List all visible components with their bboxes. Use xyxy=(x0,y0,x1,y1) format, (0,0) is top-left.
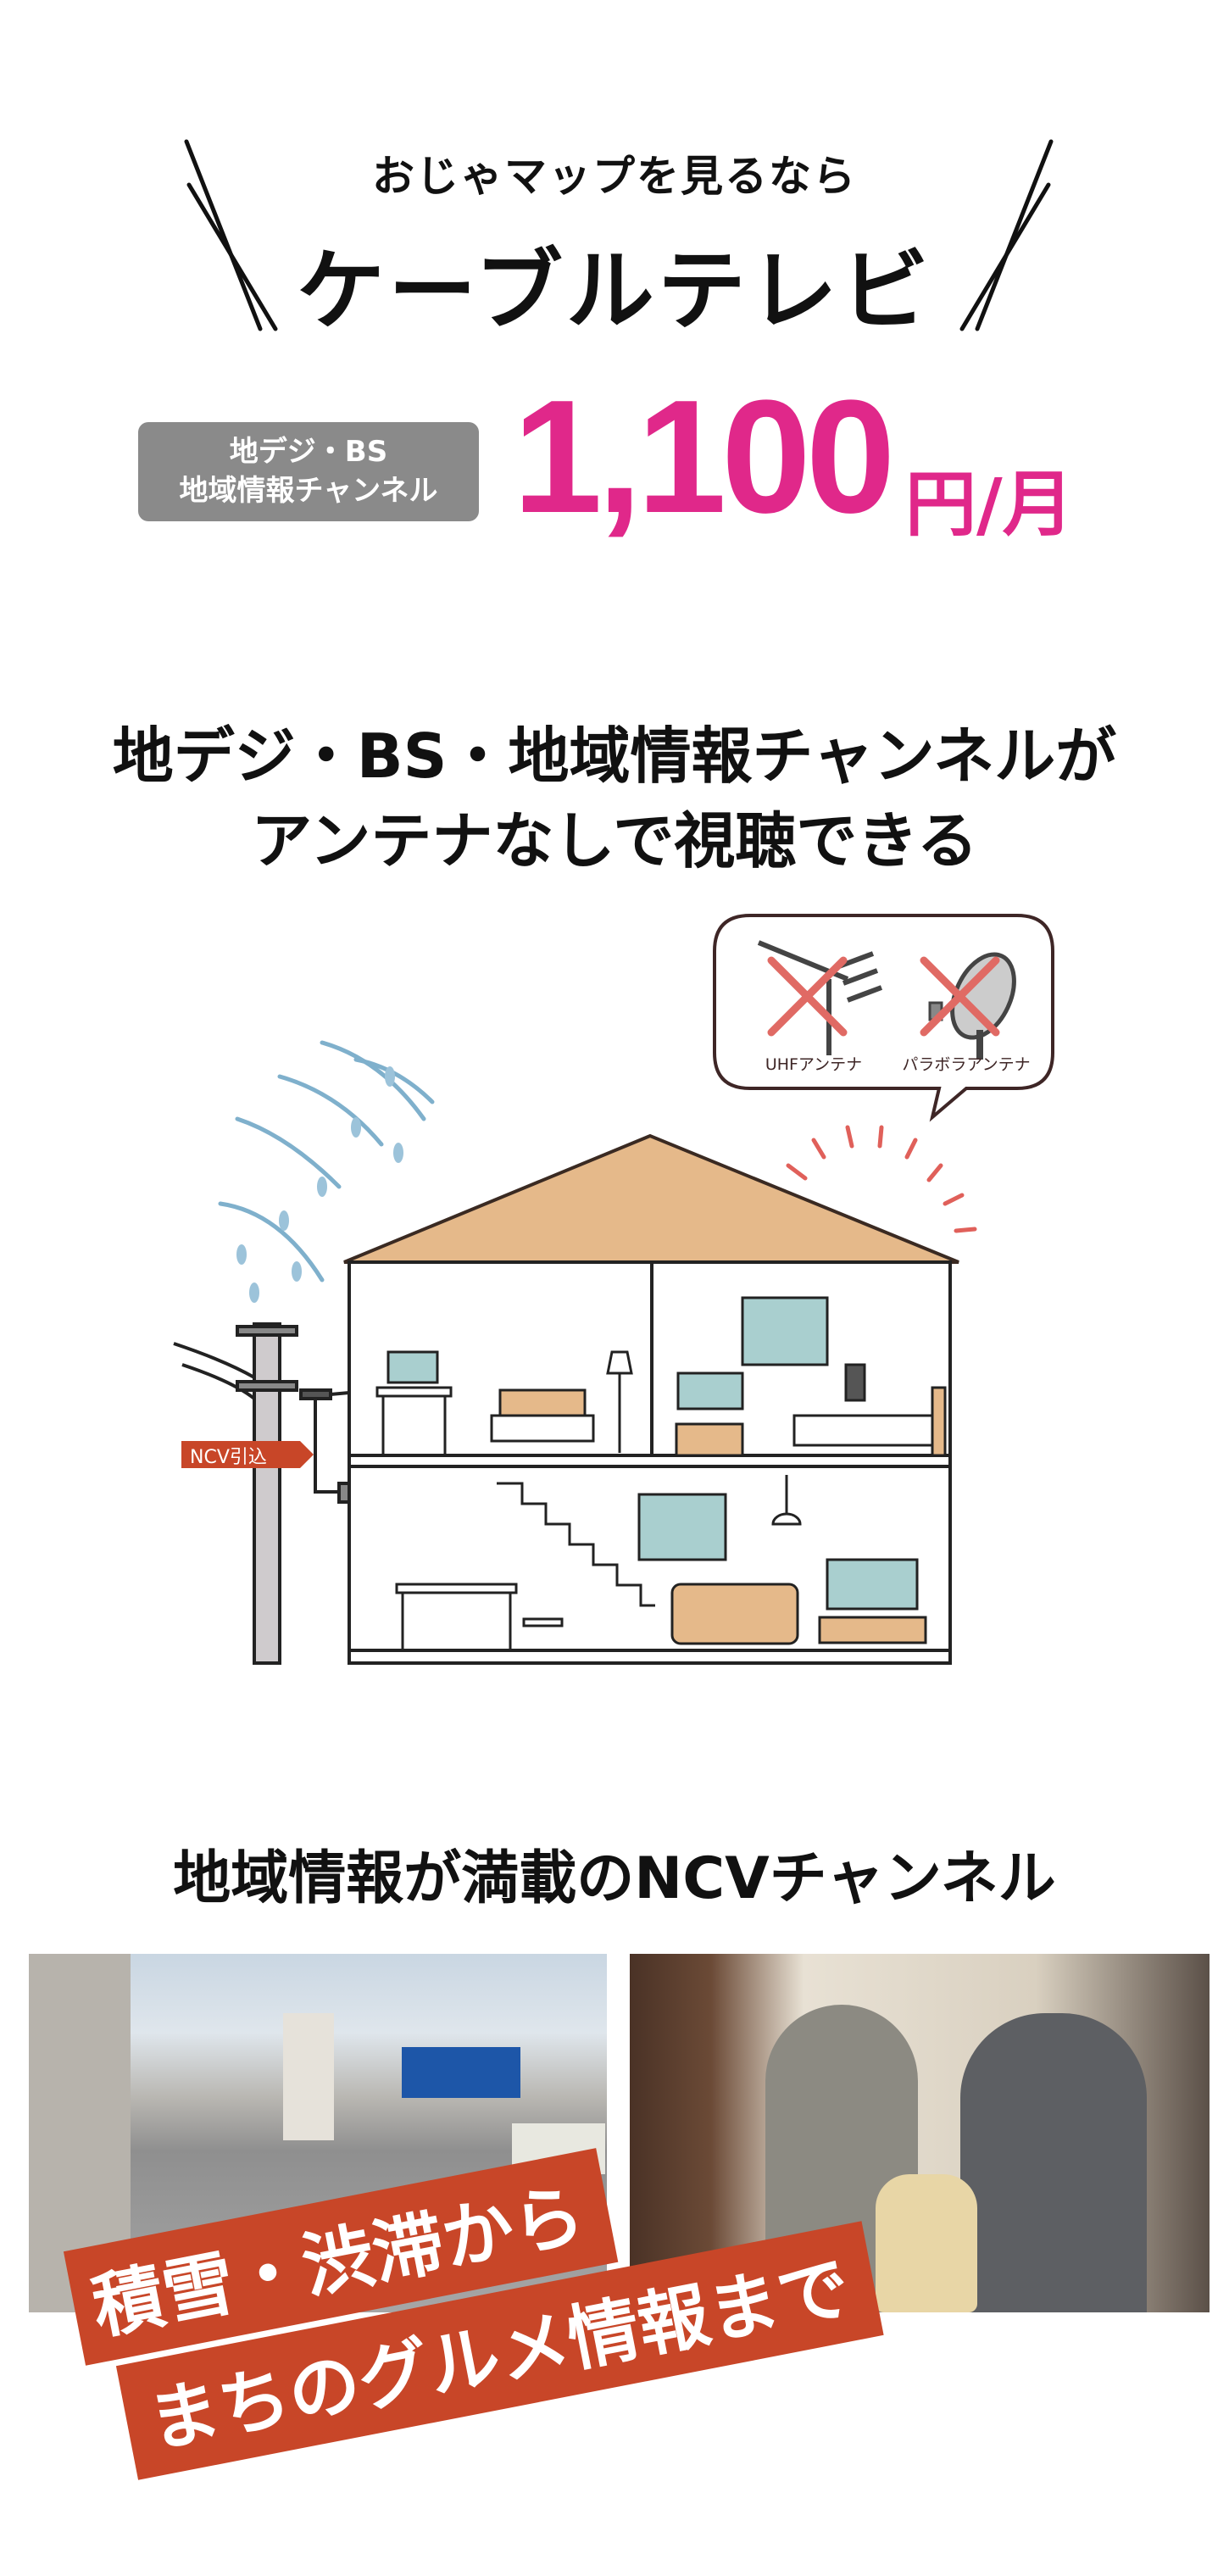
utility-pole xyxy=(173,1322,351,1665)
rain-drops xyxy=(236,1066,403,1303)
ncv-tag-label: NCV引込 xyxy=(190,1447,267,1468)
feature-heading-line2: アンテナなしで視聴できる xyxy=(251,805,978,876)
alert-rays-icon xyxy=(786,1125,977,1233)
uhf-label: UHFアンテナ xyxy=(765,1055,862,1074)
price-unit: 円/月 xyxy=(905,463,1074,546)
parabolic-antenna-icon xyxy=(928,952,1016,1060)
ncv-tag: NCV引込 xyxy=(181,1441,314,1468)
house-illustration: UHFアンテナ パラボラアンテナ NCV引込 xyxy=(173,914,1054,1665)
badge-line1: 地デジ・BS xyxy=(229,435,388,469)
cross-icon xyxy=(767,956,1000,1037)
badge-line2: 地域情報チャンネル xyxy=(179,474,438,508)
price-value: 1,100 xyxy=(513,367,895,547)
speech-bubble xyxy=(713,914,1054,1122)
title-slashes xyxy=(184,139,1054,331)
signal-waves-icon xyxy=(218,1040,435,1282)
page-title: ケーブルテレビ xyxy=(297,239,932,342)
lead-text: おじゃマップを見るなら xyxy=(372,152,857,201)
feature-heading: 地デジ・BS・地域情報チャンネルが アンテナなしで視聴できる xyxy=(0,714,1229,883)
channel-badge: 地デジ・BS 地域情報チャンネル xyxy=(138,422,479,521)
gourmet-photo xyxy=(630,1954,1210,2312)
channel-heading: 地域情報が満載のNCVチャンネル xyxy=(173,1845,1056,1912)
roof xyxy=(343,1133,959,1264)
parabolic-label: パラボラアンテナ xyxy=(902,1055,1030,1074)
feature-heading-line1: 地デジ・BS・地域情報チャンネルが xyxy=(112,721,1117,792)
